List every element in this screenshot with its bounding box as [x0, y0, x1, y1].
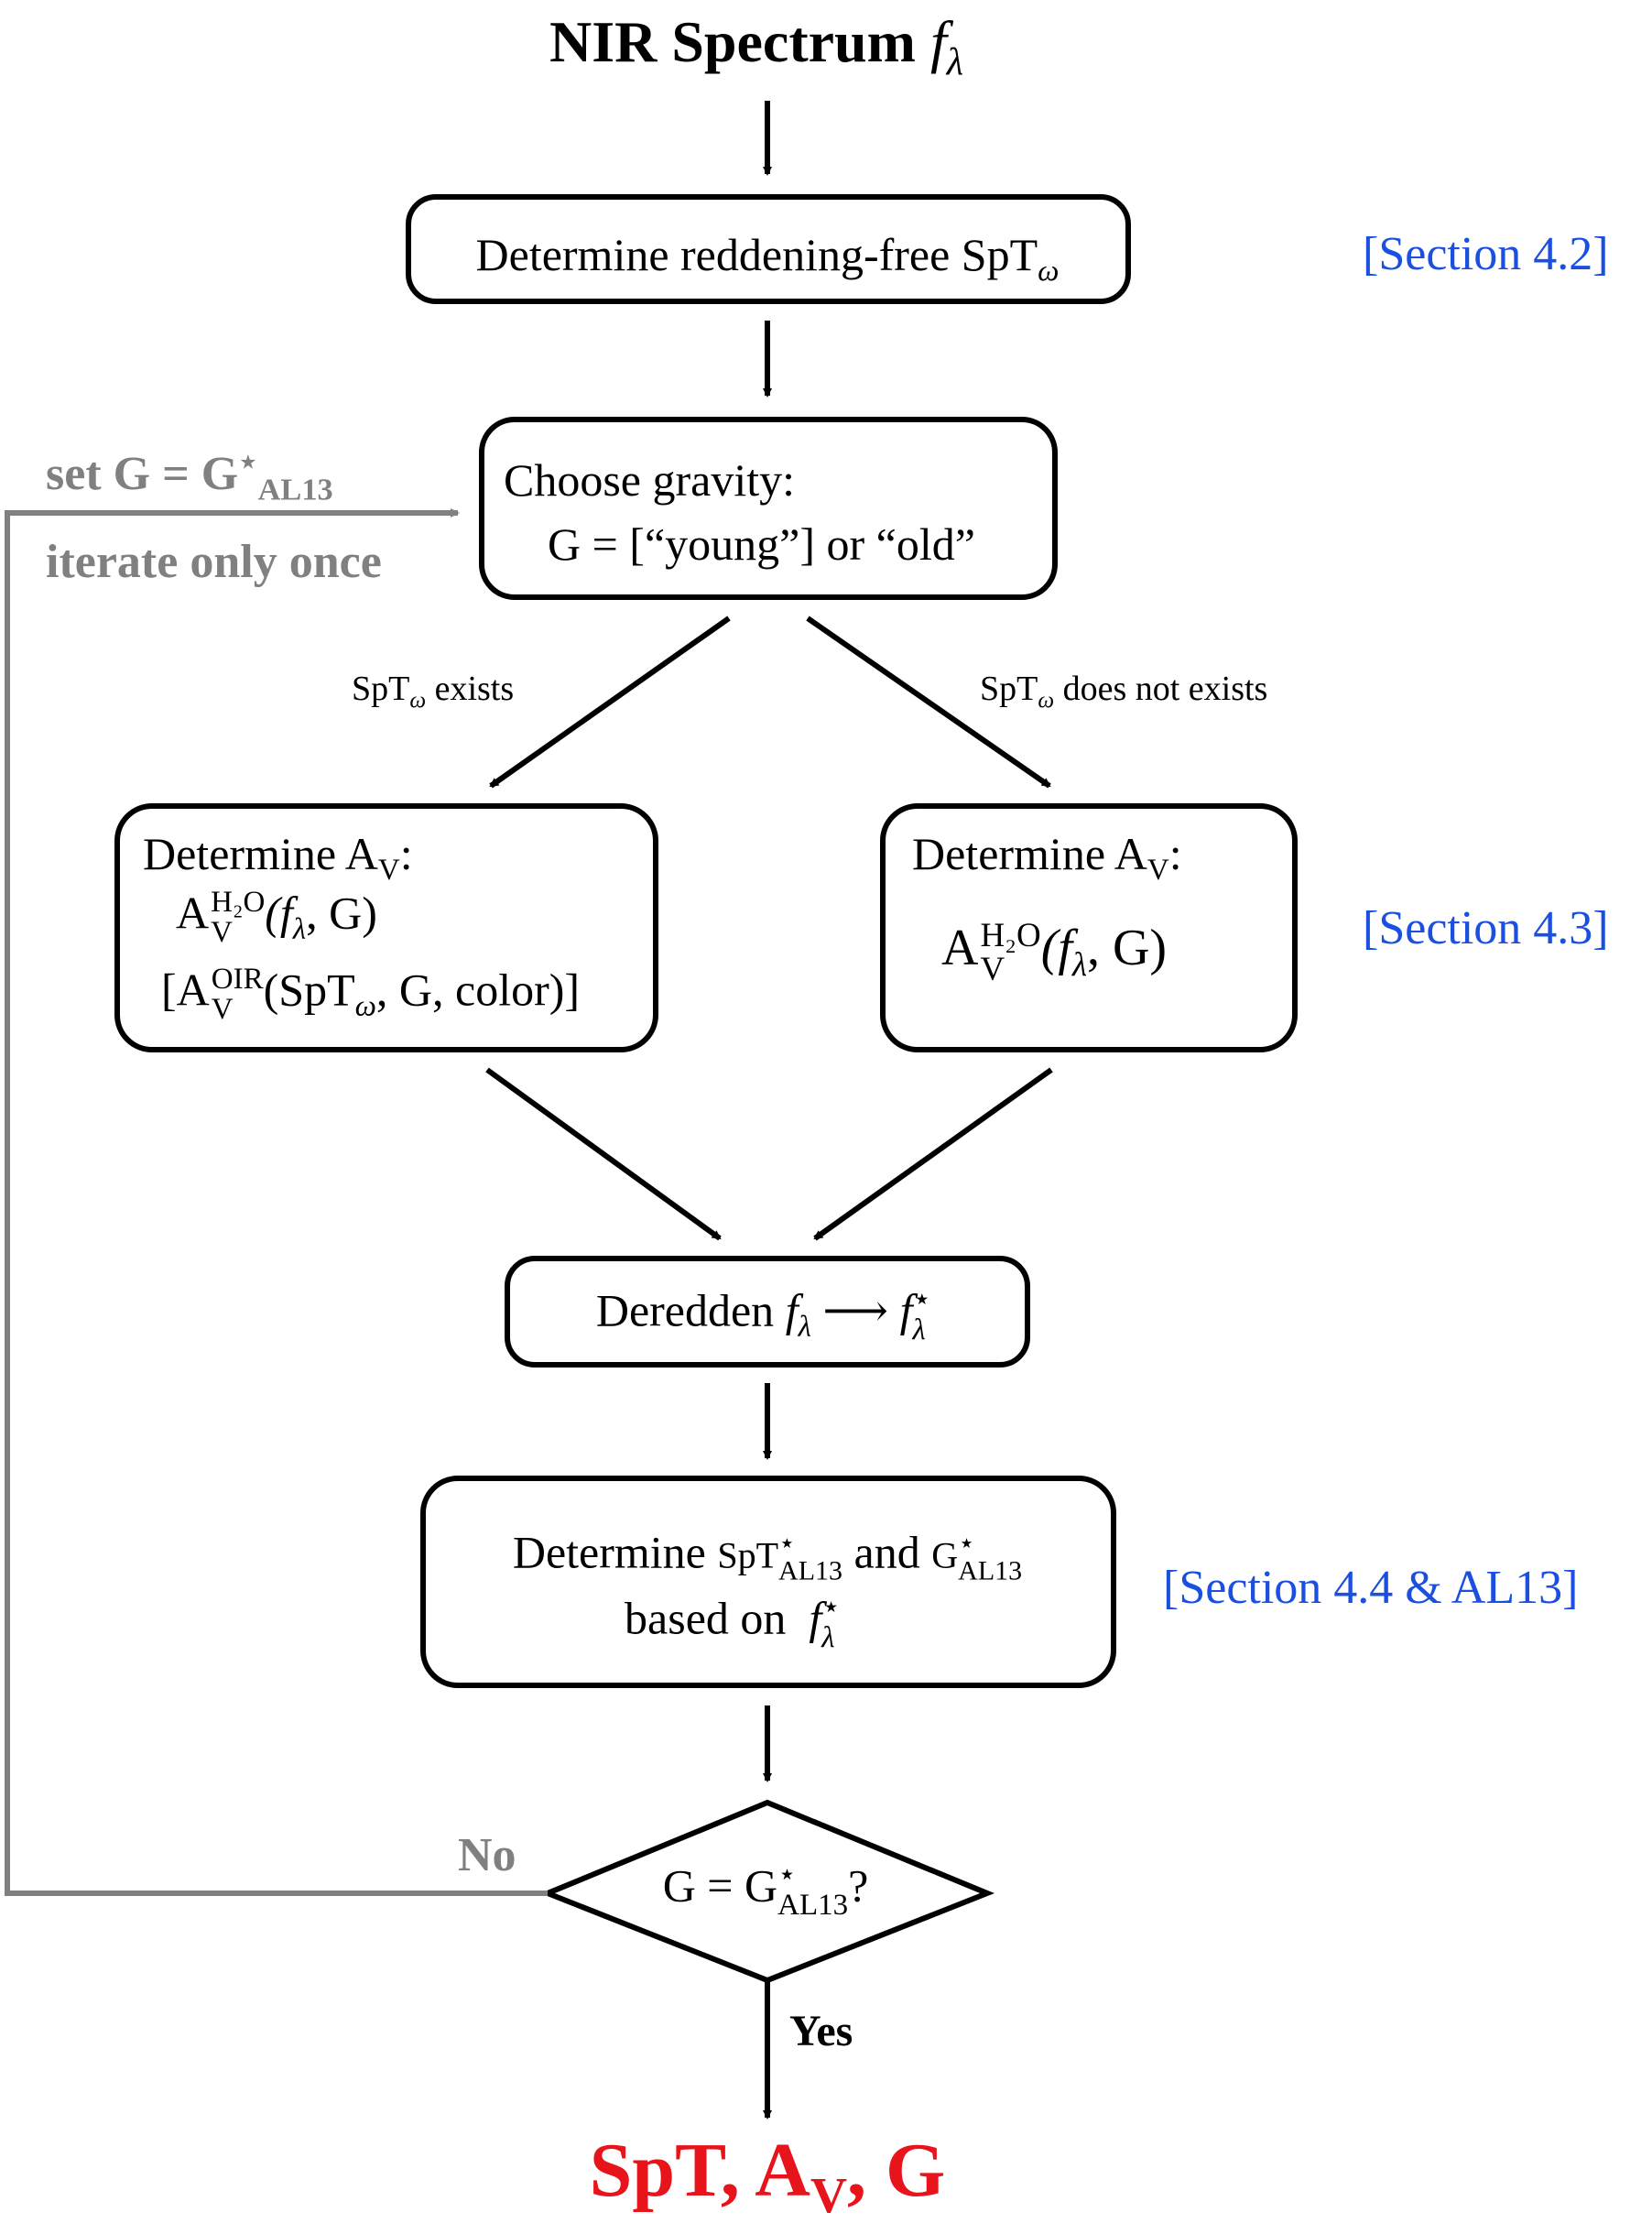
gravity-box: [479, 417, 1058, 600]
av-left-box: [114, 803, 658, 1052]
av-right-box: [880, 803, 1298, 1052]
deredden-label: Deredden fλ ⟶ f⋆λ: [595, 1283, 932, 1346]
gravity-heading: Choose gravity:: [504, 454, 796, 506]
section-label-4-2: [Section 4.2]: [1363, 228, 1609, 280]
loop-iterate-label: iterate only once: [46, 536, 382, 588]
loop-set-label: set G = G⋆AL13: [46, 444, 333, 507]
section-label-4-4: [Section 4.4 & AL13]: [1163, 1562, 1579, 1614]
arrow-gravity-to-right: [806, 616, 1051, 789]
diagram-title: NIR Spectrum fλ: [549, 9, 964, 83]
step1-box: [406, 194, 1131, 304]
branch-label-not-exists: SpTω does not exists: [980, 670, 1268, 714]
yes-label: Yes: [789, 2007, 853, 2055]
deredden-box: [505, 1256, 1030, 1368]
step1-label: Determine reddening-free SpTω: [475, 229, 1060, 288]
decision-label: G = G⋆AL13?: [662, 1858, 869, 1922]
no-label: No: [458, 1829, 516, 1881]
determine-line1: Determine SpT⋆AL13 and G⋆AL13: [512, 1526, 1023, 1586]
arrow-left-to-deredden: [485, 1067, 722, 1241]
determine-box: [420, 1476, 1116, 1688]
section-label-4-3: [Section 4.3]: [1363, 902, 1609, 954]
av-left-heading: Determine AV:: [143, 828, 413, 887]
determine-line2: based on f⋆λ: [625, 1591, 841, 1654]
arrow-right-to-deredden: [813, 1067, 1053, 1241]
loop-arrow: [5, 508, 548, 1896]
av-right-heading: Determine AV:: [912, 828, 1182, 887]
branch-label-exists: SpTω exists: [352, 670, 515, 714]
arrow-gravity-to-left: [489, 616, 731, 789]
result-output: SpT, AV, G: [589, 2128, 946, 2223]
gravity-options: G = [“young”] or “old”: [548, 518, 975, 570]
decision-diamond: [539, 1799, 995, 1984]
